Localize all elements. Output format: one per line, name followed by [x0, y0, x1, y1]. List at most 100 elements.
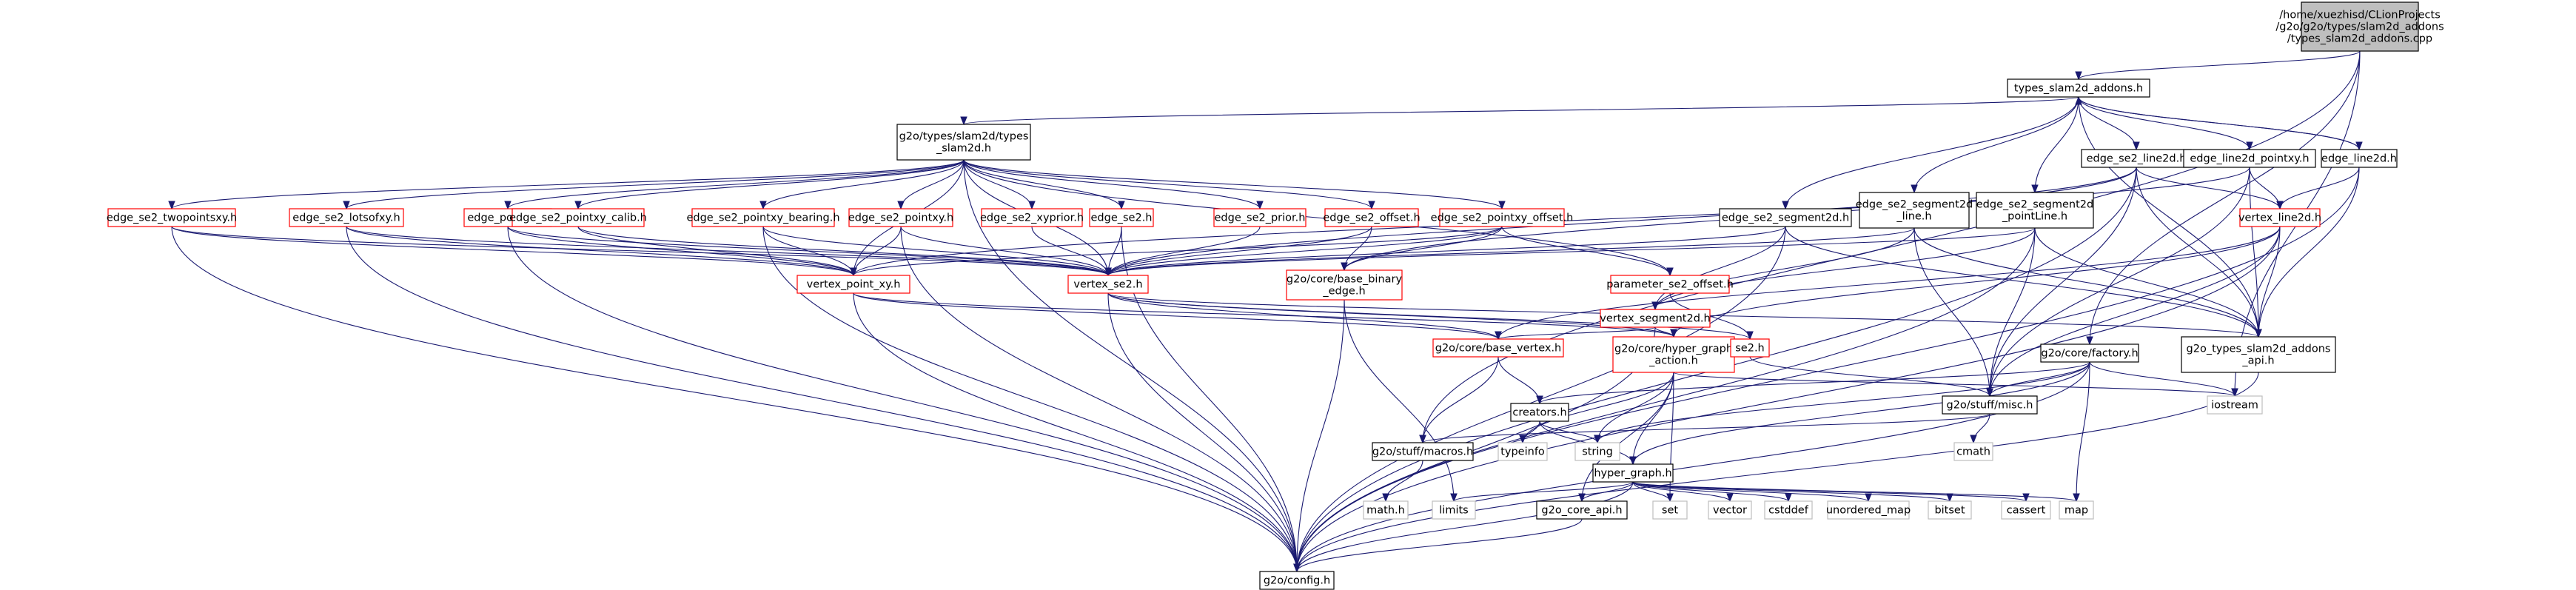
node-factory[interactable]: g2o/core/factory.h [2040, 343, 2139, 363]
edge-epxyoff-to-pso [1501, 226, 1674, 277]
node-box [1363, 500, 1409, 520]
edge-line [1989, 227, 2036, 397]
node-coreapi[interactable]: g2o_core_api.h [1536, 500, 1628, 520]
node-box [1610, 275, 1730, 294]
edge-factory-to-misc [1986, 361, 2090, 398]
node-tsa[interactable]: types_slam2d_addons.h [2007, 78, 2150, 98]
edge-tsa-to-eseg [1782, 96, 2079, 210]
node-vline[interactable]: vertex_line2d.h [2238, 208, 2321, 227]
node-hga[interactable]: g2o/core/hyper_graph_action.h [1612, 336, 1735, 373]
node-box [1764, 500, 1813, 520]
node-eline2dxy[interactable]: edge_line2d_pointxy.h [2183, 149, 2316, 168]
edge-macros-to-mathh [1382, 460, 1423, 503]
node-ecalib[interactable]: edge_se2_pointxy_calib.h [509, 208, 647, 227]
edge-line [963, 159, 1372, 209]
node-box [2040, 343, 2139, 363]
node-label: edge_se2_xyprior.h [980, 212, 1084, 224]
edge-line [963, 159, 1503, 209]
edge-line [346, 226, 1109, 276]
edge-line [1296, 481, 1634, 572]
node-label: set [1662, 505, 1678, 517]
node-label: edge_line2d.h [2321, 153, 2397, 165]
node-ese2pxy[interactable]: edge_se2_pointxy.h [848, 208, 953, 227]
node-ts2d[interactable]: g2o/types/slam2d/types_slam2d.h [896, 124, 1031, 161]
node-set: set [1652, 500, 1688, 520]
arrowhead-icon [897, 201, 905, 210]
node-elotso[interactable]: edge_se2_lotsofxy.h [289, 208, 404, 227]
node-vpxy[interactable]: vertex_point_xy.h [796, 275, 910, 294]
edge-line [1597, 372, 1674, 443]
node-box [2301, 1, 2419, 52]
node-label: g2o/core/factory.h [2041, 348, 2138, 360]
node-box [1719, 208, 1852, 227]
arrowhead-icon [1970, 435, 1977, 444]
edge-ts2d-to-eoffset [963, 159, 1375, 210]
edge-epxyoff-to-vse2 [1104, 226, 1503, 277]
node-eoffset[interactable]: edge_se2_offset.h [1323, 208, 1421, 227]
node-label: cmath [1956, 446, 1990, 458]
node-label: g2o/core/hyper_graph [1614, 343, 1733, 355]
arrowhead-icon [1986, 388, 1993, 398]
node-vseg[interactable]: vertex_segment2d.h [1600, 309, 1711, 328]
node-epxyoff[interactable]: edge_se2_pointxy_offset.h [1431, 208, 1574, 227]
node-bbin[interactable]: g2o/core/base_binary_edge.h [1286, 269, 1403, 301]
edge-line [1344, 299, 1455, 502]
node-box [1510, 403, 1569, 422]
edge-line [1497, 326, 1656, 340]
edge-tsa-to-eline2dxy [2078, 96, 2253, 151]
edge-tsa-to-ts2d [960, 96, 2079, 126]
edge-line [1296, 361, 2090, 572]
node-label: g2o/stuff/misc.h [1947, 400, 2033, 412]
edge-line [1296, 167, 2360, 572]
node-label: g2o_core_api.h [1541, 505, 1622, 517]
edge-line [1107, 226, 1503, 276]
node-bvert[interactable]: g2o/core/base_vertex.h [1432, 338, 1564, 358]
node-eline2d[interactable]: edge_se2_line2d.h [2081, 149, 2192, 168]
node-misc[interactable]: g2o/stuff/misc.h [1942, 395, 2038, 415]
edge-line [1913, 96, 2079, 193]
node-config[interactable]: g2o/config.h [1259, 571, 1335, 590]
edge-line [1107, 292, 1499, 340]
node-etwo[interactable]: edge_se2_twopointsxy.h [107, 208, 237, 227]
node-pso[interactable]: parameter_se2_offset.h [1606, 275, 1734, 294]
edge-line [1422, 413, 1990, 443]
node-box [1859, 192, 1970, 229]
node-label: vertex_line2d.h [2238, 212, 2321, 224]
edge-line [762, 226, 1109, 276]
node-exyprior[interactable]: edge_se2_xyprior.h [980, 208, 1084, 227]
node-eseg[interactable]: edge_se2_segment2d.h [1719, 208, 1852, 227]
arrowhead-icon [1629, 456, 1637, 466]
node-ebear[interactable]: edge_se2_pointxy_bearing.h [686, 208, 840, 227]
edge-eline-to-vline [2276, 167, 2360, 210]
node-vse2[interactable]: vertex_se2.h [1067, 275, 1149, 294]
edge-line [507, 159, 965, 209]
edge-ts2d-to-exyprior [963, 159, 1036, 210]
node-label: parameter_se2_offset.h [1606, 279, 1734, 291]
node-box [981, 208, 1083, 227]
node-root[interactable]: /home/xuezhisd/CLionProjects/g2o/g2o/typ… [2275, 1, 2444, 52]
arrowhead-icon [2246, 141, 2253, 151]
node-api[interactable]: g2o_types_slam2d_addons_api.h [2181, 336, 2336, 373]
node-label: edge_se2_segment2d [1856, 199, 1973, 211]
node-eprior[interactable]: edge_se2_prior.h [1213, 208, 1307, 227]
node-ese2[interactable]: edge_se2.h [1089, 208, 1154, 227]
node-box [2207, 395, 2263, 415]
node-se2[interactable]: se2.h [1730, 338, 1770, 358]
node-eline[interactable]: edge_line2d.h [2321, 149, 2398, 168]
node-cstddef: cstddef [1764, 500, 1813, 520]
node-label: g2o/stuff/macros.h [1372, 446, 1473, 458]
node-esegline[interactable]: edge_se2_segment2d_line.h [1856, 192, 1973, 229]
node-label: typeinfo [1500, 446, 1545, 458]
node-esegpl[interactable]: edge_se2_segment2d_pointLine.h [1976, 192, 2094, 229]
node-hg[interactable]: hyper_graph.h [1592, 463, 1674, 483]
edge-line [2078, 96, 2250, 150]
node-box [1497, 442, 1548, 461]
edge-line [2279, 167, 2360, 209]
edge-line [1989, 167, 2137, 397]
node-string: string [1574, 442, 1620, 461]
edge-line [1539, 420, 1598, 443]
edge-line [2136, 167, 2281, 209]
node-macros[interactable]: g2o/stuff/macros.h [1372, 442, 1474, 461]
node-creators[interactable]: creators.h [1510, 403, 1569, 422]
edge-line [900, 226, 1298, 572]
